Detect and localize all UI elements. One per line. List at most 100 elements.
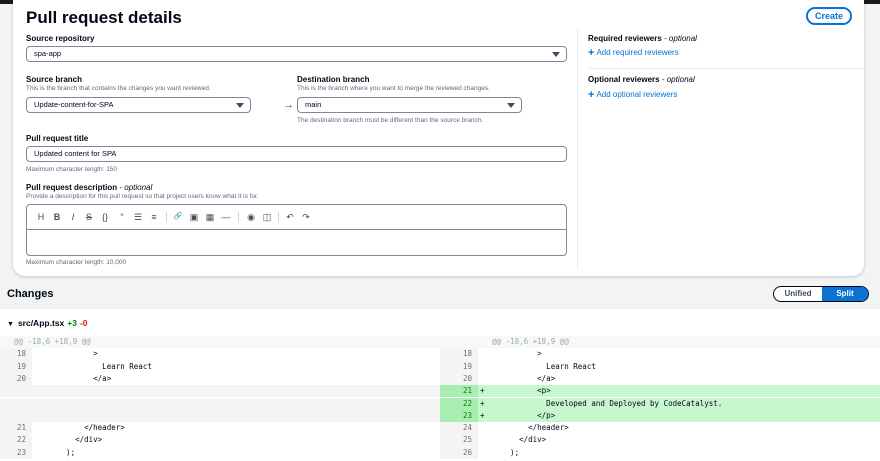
diff-line: 21 </header>	[0, 422, 440, 435]
add-required-reviewers-link[interactable]: +Add required reviewers	[588, 46, 679, 59]
diff-line: 22+ Developed and Deployed by CodeCataly…	[440, 397, 880, 410]
create-button[interactable]: Create	[806, 7, 852, 25]
diff-line	[0, 409, 440, 423]
toolbar-divider	[238, 212, 239, 223]
toolbar-divider	[278, 212, 279, 223]
diff-viewer: ▼src/App.tsx+3-0 @@ -18,6 +18,9 @@ 18 >19…	[0, 309, 880, 461]
link-icon[interactable]: 🔗	[173, 213, 183, 220]
markdown-editor[interactable]: H B I S {} “ ☰ ≡ 🔗 ▣ ▦ — ◉ ◫ ↶ ↷	[26, 204, 567, 256]
add-required-reviewers-text: Add required reviewers	[596, 48, 679, 57]
pull-request-details-card: Pull request details Create Source repos…	[13, 0, 864, 276]
line-number: 22	[440, 397, 478, 410]
strikethrough-icon[interactable]: S	[85, 212, 92, 222]
diff-line: 22 </div>	[0, 434, 440, 447]
page-title: Pull request details	[26, 8, 182, 27]
code-text: Developed and Deployed by CodeCatalyst.	[492, 398, 723, 408]
line-number: 20	[0, 372, 32, 386]
source-repository-select[interactable]: spa-app	[26, 46, 567, 62]
code-icon[interactable]: {}	[101, 212, 108, 222]
changes-heading: Changes	[7, 288, 54, 300]
pr-description-label: Pull request description - optional	[26, 183, 152, 192]
code-text: </header>	[48, 423, 125, 433]
destination-branch-select[interactable]: main	[297, 97, 522, 113]
line-number	[0, 409, 32, 423]
heading-icon[interactable]: H	[37, 212, 45, 222]
diff-line: @@ -18,6 +18,9 @@	[0, 336, 440, 349]
preview-icon[interactable]: ◉	[247, 212, 255, 222]
required-reviewers-label-text: Required reviewers	[588, 34, 662, 43]
side-by-side-icon[interactable]: ◫	[262, 212, 272, 222]
pr-title-input[interactable]: Updated content for SPA	[26, 146, 567, 162]
diff-line: 20 </a>	[0, 372, 440, 386]
line-number	[0, 397, 32, 410]
code-text: >	[48, 349, 98, 359]
italic-icon[interactable]: I	[71, 212, 75, 222]
source-repository-label: Source repository	[26, 34, 95, 43]
source-branch-value: Update-content-for-SPA	[34, 100, 114, 109]
hunk-header: @@ -18,6 +18,9 @@	[492, 337, 569, 346]
code-text: Learn React	[48, 361, 152, 371]
image-icon[interactable]: ▣	[189, 212, 199, 222]
code-text: </div>	[48, 435, 103, 445]
code-text: </a>	[48, 373, 112, 383]
line-number: 19	[440, 360, 478, 373]
pr-description-hint: Maximum character length: 10,000	[26, 259, 127, 266]
numbered-list-icon[interactable]: ≡	[151, 212, 157, 222]
plus-icon: +	[588, 47, 595, 59]
pr-title-hint: Maximum character length: 150	[26, 166, 118, 173]
source-branch-description: This is the branch that contains the cha…	[26, 85, 211, 92]
bold-icon[interactable]: B	[53, 212, 61, 222]
diff-view-toggle: Unified Split	[773, 286, 869, 302]
plus-icon: +	[588, 89, 595, 101]
code-text: Learn React	[492, 361, 596, 371]
hunk-header: @@ -18,6 +18,9 @@	[14, 337, 91, 346]
optional-reviewers-label: Optional reviewers - optional	[588, 75, 695, 84]
redo-icon[interactable]: ↷	[302, 212, 310, 222]
line-number: 21	[0, 422, 32, 435]
reviewers-divider	[588, 68, 864, 69]
diff-line: 24 </header>	[440, 422, 880, 435]
unified-view-button[interactable]: Unified	[784, 289, 812, 298]
diff-line: 23 );	[0, 446, 440, 459]
diff-line	[0, 397, 440, 410]
file-header[interactable]: ▼src/App.tsx+3-0	[7, 318, 88, 328]
line-number: 23	[0, 446, 32, 459]
diff-line: 19 Learn React	[0, 360, 440, 373]
editor-toolbar: H B I S {} “ ☰ ≡ 🔗 ▣ ▦ — ◉ ◫ ↶ ↷	[27, 205, 566, 230]
code-text: >	[492, 349, 542, 359]
code-text: <p>	[492, 386, 551, 396]
required-reviewers-label: Required reviewers - optional	[588, 34, 697, 43]
add-optional-reviewers-text: Add optional reviewers	[596, 90, 678, 99]
code-text: );	[492, 447, 520, 457]
bulleted-list-icon[interactable]: ☰	[133, 212, 143, 222]
pr-title-label: Pull request title	[26, 134, 89, 143]
horizontal-rule-icon[interactable]: —	[221, 212, 231, 222]
code-text: </div>	[492, 435, 547, 445]
source-branch-select[interactable]: Update-content-for-SPA	[26, 97, 251, 113]
column-divider	[577, 28, 578, 270]
code-text: </p>	[492, 410, 556, 420]
add-optional-reviewers-link[interactable]: +Add optional reviewers	[588, 88, 678, 101]
additions-count: +3	[67, 318, 77, 328]
diff-line: 19 Learn React	[440, 360, 880, 373]
diff-sign: +	[480, 386, 485, 396]
line-number: 19	[0, 360, 32, 373]
undo-icon[interactable]: ↶	[286, 212, 294, 222]
quote-icon[interactable]: “	[120, 212, 124, 222]
diff-line: 25 </div>	[440, 434, 880, 447]
split-view-button[interactable]: Split	[822, 287, 868, 301]
diff-line	[0, 385, 440, 398]
chevron-down-icon	[507, 103, 515, 108]
chevron-down-icon	[552, 52, 560, 57]
chevron-down-icon	[236, 103, 244, 108]
code-text: </header>	[492, 423, 569, 433]
collapse-triangle-icon[interactable]: ▼	[7, 321, 14, 328]
destination-branch-hint: The destination branch must be different…	[297, 117, 484, 124]
table-icon[interactable]: ▦	[205, 212, 215, 222]
diff-line: 18 >	[0, 348, 440, 361]
pr-description-description: Provide a description for this pull requ…	[26, 193, 259, 200]
destination-branch-value: main	[305, 100, 322, 109]
line-number: 21	[440, 385, 478, 398]
diff-line: @@ -18,6 +18,9 @@	[440, 336, 880, 349]
source-repository-value: spa-app	[34, 49, 62, 58]
